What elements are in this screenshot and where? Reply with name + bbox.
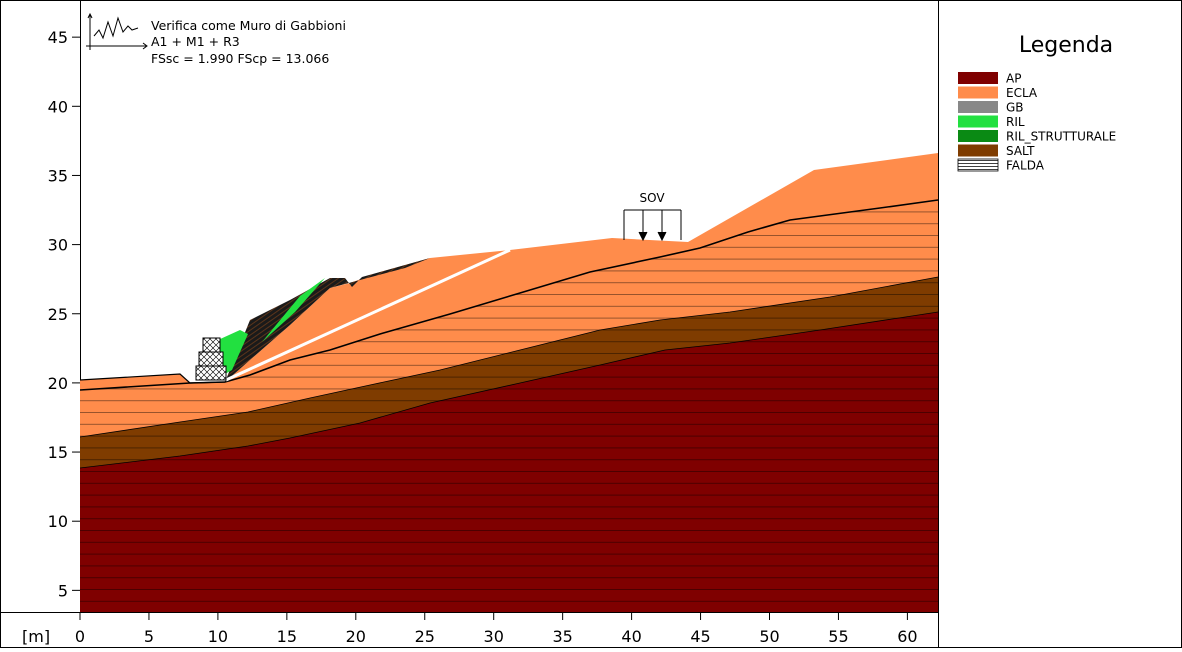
- legend-swatch: [958, 101, 998, 113]
- legend-label: FALDA: [1006, 159, 1045, 173]
- slip-surface: [225, 248, 511, 382]
- y-tick-label: 15: [48, 443, 68, 462]
- boundary-ap: [80, 311, 938, 469]
- x-tick-label: 20: [346, 627, 366, 646]
- x-tick-label: 5: [144, 627, 154, 646]
- y-axis: 45 40 35 30 25 20 15 10 5: [48, 28, 80, 600]
- x-axis: 0 5 10 15 20 25 30 35 40 45 50 55 60: [75, 612, 918, 646]
- legend-swatch: [958, 130, 998, 142]
- x-tick-label: 30: [484, 627, 504, 646]
- info-title: Verifica come Muro di Gabbioni: [151, 18, 346, 33]
- axis-unit-label: [m]: [22, 627, 50, 646]
- x-tick-label: 35: [552, 627, 572, 646]
- gabion-wall: [195, 337, 227, 381]
- y-tick-label: 5: [58, 581, 68, 600]
- legend-label: ECLA: [1006, 86, 1038, 100]
- legend-swatch: [958, 115, 998, 128]
- x-tick-label: 10: [208, 627, 228, 646]
- y-tick-label: 25: [48, 305, 68, 324]
- boundary-salt: [80, 276, 938, 438]
- x-tick-label: 45: [690, 627, 710, 646]
- legend-label: RIL_STRUTTURALE: [1006, 130, 1116, 144]
- legend-label: AP: [1006, 72, 1021, 86]
- layer-ril-strutturale: [225, 258, 430, 382]
- x-tick-label: 55: [828, 627, 848, 646]
- info-combination: A1 + M1 + R3: [151, 34, 240, 49]
- x-tick-label: 25: [415, 627, 435, 646]
- legend-title: Legenda: [1019, 33, 1113, 58]
- surcharge-label: SOV: [639, 191, 665, 205]
- layer-ril-strip: [262, 278, 325, 342]
- info-icon: [86, 12, 148, 50]
- x-tick-label: 40: [621, 627, 641, 646]
- y-tick-label: 45: [48, 28, 68, 47]
- x-tick-label: 0: [75, 627, 85, 646]
- legend-label: RIL: [1006, 115, 1025, 129]
- surcharge-load: [623, 209, 682, 242]
- legend-label: SALT: [1006, 144, 1035, 158]
- legend-label: GB: [1006, 101, 1024, 115]
- y-tick-label: 35: [48, 166, 68, 185]
- falda-hatch: [80, 200, 938, 612]
- y-tick-label: 10: [48, 512, 68, 531]
- y-tick-label: 40: [48, 97, 68, 116]
- x-tick-label: 60: [897, 627, 917, 646]
- x-tick-label: 15: [277, 627, 297, 646]
- y-tick-label: 30: [48, 236, 68, 255]
- y-tick-label: 20: [48, 374, 68, 393]
- layer-ecla-upper: [80, 153, 938, 390]
- legend-swatch: [958, 86, 998, 99]
- boundary-top: [80, 373, 226, 384]
- legend-swatch: [957, 158, 999, 172]
- info-factors: FSsc = 1.990 FScp = 13.066: [151, 51, 329, 66]
- boundary-ecla: [80, 199, 938, 391]
- soil-layers: [80, 153, 938, 612]
- legend-swatch: [958, 144, 998, 157]
- x-tick-label: 50: [759, 627, 779, 646]
- legend-swatch: [958, 72, 998, 84]
